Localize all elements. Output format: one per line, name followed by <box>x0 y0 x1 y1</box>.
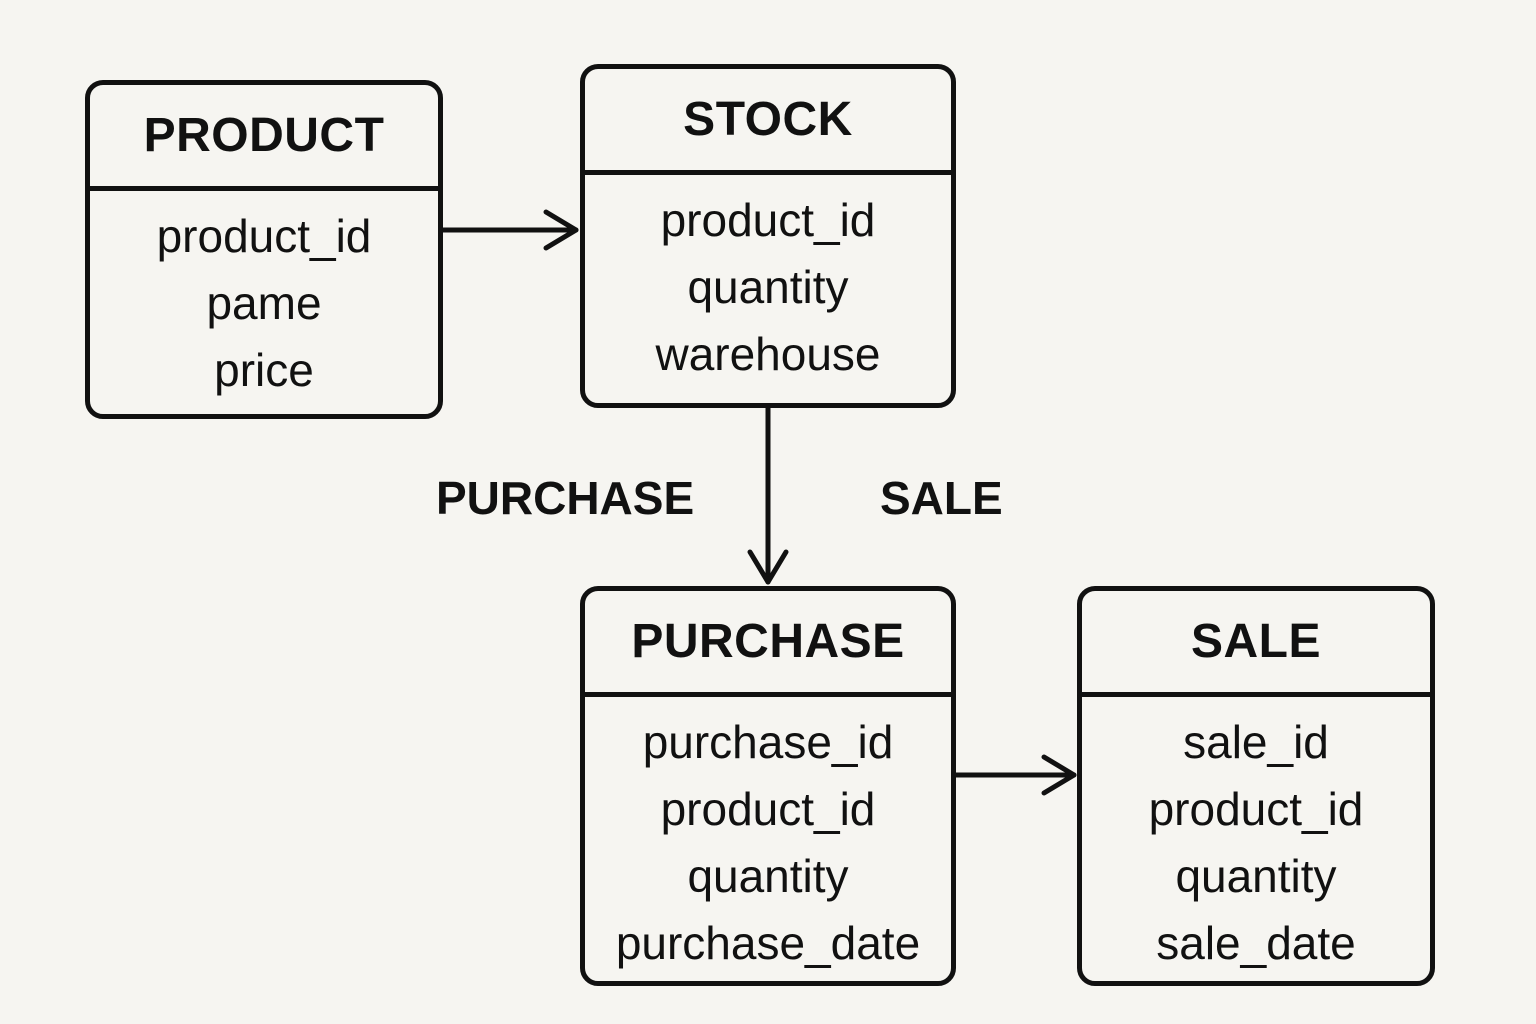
entity-purchase-header: PURCHASE <box>585 591 951 697</box>
entity-product-header: PRODUCT <box>90 85 438 191</box>
field-product-id: product_id <box>1148 783 1364 835</box>
entity-product-fields: product_id pame price <box>90 191 438 404</box>
arrow-product-to-stock <box>439 209 579 251</box>
field-quantity: quantity <box>687 850 849 902</box>
field-pame: pame <box>206 277 322 329</box>
field-quantity: quantity <box>1175 850 1337 902</box>
arrow-purchase-to-sale <box>953 754 1077 796</box>
field-warehouse: warehouse <box>655 328 881 380</box>
entity-stock-header: STOCK <box>585 69 951 175</box>
entity-purchase[interactable]: PURCHASE purchase_id product_id quantity… <box>580 586 956 986</box>
field-sale-id: sale_id <box>1183 716 1329 768</box>
entity-stock[interactable]: STOCK product_id quantity warehouse <box>580 64 956 408</box>
arrow-stock-to-purchase <box>747 405 789 585</box>
entity-sale[interactable]: SALE sale_id product_id quantity sale_da… <box>1077 586 1435 986</box>
field-purchase-date: purchase_date <box>615 917 921 969</box>
field-purchase-id: purchase_id <box>642 716 894 768</box>
relationship-label-purchase: PURCHASE <box>436 472 695 524</box>
field-sale-date: sale_date <box>1156 917 1356 969</box>
field-product-id: product_id <box>660 194 876 246</box>
entity-sale-header: SALE <box>1082 591 1430 697</box>
field-quantity: quantity <box>687 261 849 313</box>
entity-stock-title: STOCK <box>683 93 853 146</box>
entity-purchase-title: PURCHASE <box>631 615 905 668</box>
entity-sale-fields: sale_id product_id quantity sale_date <box>1082 697 1430 977</box>
field-product-id: product_id <box>156 210 372 262</box>
entity-product[interactable]: PRODUCT product_id pame price <box>85 80 443 419</box>
entity-purchase-fields: purchase_id product_id quantity purchase… <box>585 697 951 977</box>
relationship-label-sale: SALE <box>880 472 1003 524</box>
field-product-id: product_id <box>660 783 876 835</box>
field-price: price <box>214 344 314 396</box>
entity-sale-title: SALE <box>1190 615 1321 668</box>
entity-stock-fields: product_id quantity warehouse <box>585 175 951 388</box>
entity-product-title: PRODUCT <box>143 109 385 162</box>
